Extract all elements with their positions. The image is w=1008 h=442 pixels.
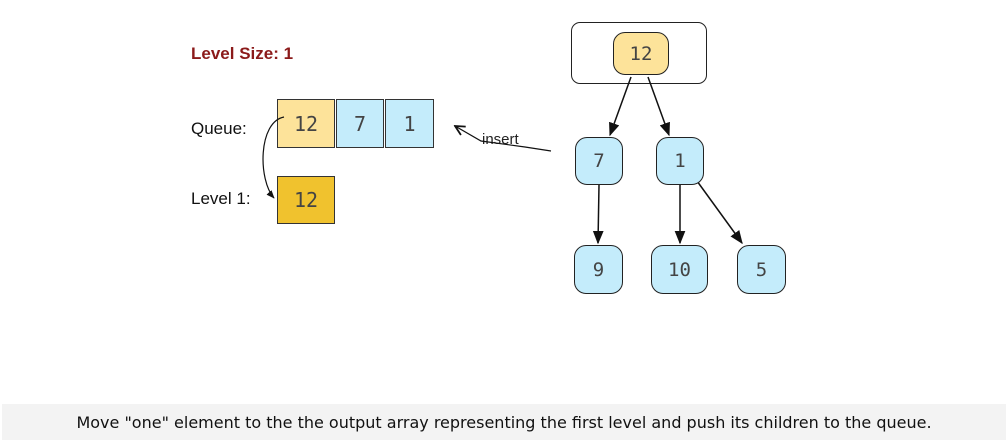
edge-7-9 xyxy=(592,184,604,245)
level1-cell-0: 12 xyxy=(277,176,335,224)
tree-node-1: 1 xyxy=(656,137,704,185)
queue-cell-0: 12 xyxy=(277,99,335,148)
level1-label: Level 1: xyxy=(191,189,251,208)
insert-label: insert xyxy=(482,131,519,148)
tree-node-5: 5 xyxy=(737,245,786,294)
edge-12-1 xyxy=(647,76,670,137)
tree-node-root: 12 xyxy=(613,32,669,75)
tree-node-10: 10 xyxy=(651,245,708,294)
insert-arrow xyxy=(455,126,552,152)
queue-cell-2: 1 xyxy=(385,99,434,148)
queue-cell-1: 7 xyxy=(336,99,384,148)
edge-1-5 xyxy=(696,180,743,245)
tree-node-9: 9 xyxy=(574,245,623,294)
caption-text: Move "one" element to the the output arr… xyxy=(76,412,932,432)
level-size-label: Level Size: 1 xyxy=(191,44,294,63)
edge-12-7 xyxy=(609,76,632,137)
tree-node-7: 7 xyxy=(575,137,623,185)
queue-label: Queue: xyxy=(191,119,247,138)
move-arrow xyxy=(262,116,285,199)
caption-bar: Move "one" element to the the output arr… xyxy=(2,404,1006,440)
